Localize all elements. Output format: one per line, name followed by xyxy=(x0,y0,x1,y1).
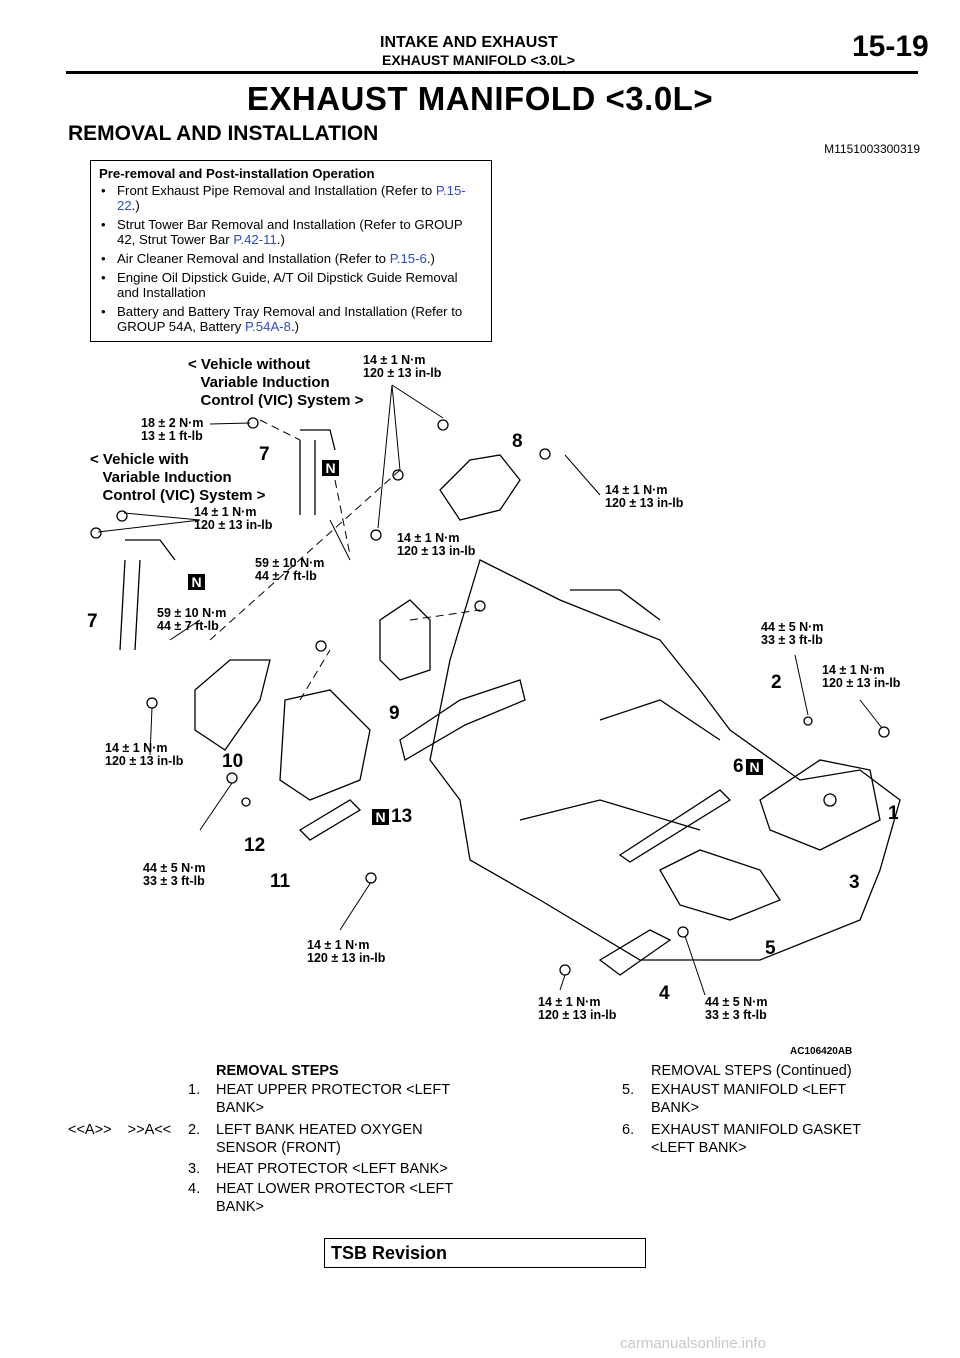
removal-steps-heading: REMOVAL STEPS xyxy=(216,1063,339,1079)
callout-number: 7 xyxy=(259,444,270,465)
variant-label-without-vic: < Vehicle without Variable Induction Con… xyxy=(188,356,364,409)
step-text: HEAT LOWER PROTECTOR <LEFT BANK> xyxy=(216,1181,454,1215)
engine-block-outline xyxy=(429,559,901,961)
step-number: 6. xyxy=(622,1122,635,1138)
step-number: 1. xyxy=(188,1082,201,1098)
new-part-mark: N xyxy=(322,460,339,476)
list-item: •Engine Oil Dipstick Guide, A/T Oil Dips… xyxy=(101,270,458,300)
torque-label: 59 ± 10 N·m 44 ± 7 ft-lb xyxy=(255,556,325,583)
document-id: M1151003300319 xyxy=(824,142,920,156)
egr-pipe-upper xyxy=(299,429,336,515)
step-text: EXHAUST MANIFOLD <LEFT BANK> xyxy=(651,1082,847,1116)
step-text: EXHAUST MANIFOLD GASKET <LEFT BANK> xyxy=(651,1122,862,1156)
step-number: 2. xyxy=(188,1122,201,1138)
heat-protector-9 xyxy=(379,599,431,681)
section-heading: REMOVAL AND INSTALLATION xyxy=(68,122,379,145)
header-group-title: INTAKE AND EXHAUST xyxy=(380,34,558,51)
callout-number: 2 xyxy=(771,672,782,693)
variant-label-with-vic: < Vehicle with Variable Induction Contro… xyxy=(90,451,266,504)
torque-label: 18 ± 2 N·m 13 ± 1 ft-lb xyxy=(141,416,204,443)
page-title: EXHAUST MANIFOLD <3.0L> xyxy=(246,80,714,117)
egr-pipe-lower xyxy=(119,539,176,651)
step-number: 3. xyxy=(188,1161,201,1177)
torque-label: 44 ± 5 N·m 33 ± 3 ft-lb xyxy=(143,861,206,888)
step-text: HEAT PROTECTOR <LEFT BANK> xyxy=(216,1161,448,1177)
heat-upper-protector xyxy=(759,759,881,851)
pre-removal-title: Pre-removal and Post-installation Operat… xyxy=(99,166,375,181)
heat-lower-protector xyxy=(598,929,672,976)
callout-number: 5 xyxy=(765,938,776,959)
torque-label: 14 ± 1 N·m 120 ± 13 in-lb xyxy=(363,353,442,380)
torque-label: 14 ± 1 N·m 120 ± 13 in-lb xyxy=(822,663,901,690)
heat-protector-10 xyxy=(194,659,271,751)
list-item: •Battery and Battery Tray Removal and In… xyxy=(101,304,463,334)
callout-number: 1 xyxy=(888,803,899,824)
heat-protector-right-bank xyxy=(439,454,521,521)
torque-label: 59 ± 10 N·m 44 ± 7 ft-lb xyxy=(157,606,227,633)
list-item: •Front Exhaust Pipe Removal and Installa… xyxy=(101,183,466,213)
torque-label: 14 ± 1 N·m 120 ± 13 in-lb xyxy=(397,531,476,558)
right-manifold xyxy=(279,689,371,801)
torque-label: 44 ± 5 N·m 33 ± 3 ft-lb xyxy=(761,620,824,647)
step-text: HEAT UPPER PROTECTOR <LEFT BANK> xyxy=(216,1082,451,1116)
torque-label: 14 ± 1 N·m 120 ± 13 in-lb xyxy=(307,938,386,965)
watermark: carmanualsonline.info xyxy=(620,1335,766,1352)
new-part-mark: N xyxy=(188,574,205,590)
exploded-view-diagram xyxy=(90,384,901,996)
service-marks: <<A>> >>A<< xyxy=(68,1122,172,1138)
exhaust-manifold xyxy=(659,849,781,921)
callout-number: 10 xyxy=(222,751,244,772)
diagram-code: AC106420AB xyxy=(790,1046,853,1057)
step-number: 4. xyxy=(188,1181,201,1197)
new-part-mark: N xyxy=(372,809,389,825)
pre-removal-list: •Front Exhaust Pipe Removal and Installa… xyxy=(99,183,483,334)
callout-number: 4 xyxy=(659,983,670,1004)
removal-steps-continued-heading: REMOVAL STEPS (Continued) xyxy=(651,1063,852,1079)
callout-number: 9 xyxy=(389,703,400,724)
header-rule xyxy=(66,71,918,74)
torque-label: 14 ± 1 N·m 120 ± 13 in-lb xyxy=(538,995,617,1022)
callout-number: 6 xyxy=(733,756,744,777)
manifold-gasket xyxy=(618,789,732,863)
callout-number: 3 xyxy=(849,872,860,893)
new-part-mark: N xyxy=(746,759,763,775)
reference-link[interactable]: P.54A-8 xyxy=(245,319,291,334)
callout-number: 13 xyxy=(391,806,413,827)
list-item: •Strut Tower Bar Removal and Installatio… xyxy=(101,217,463,247)
callout-number: 11 xyxy=(270,871,291,892)
list-item: •Air Cleaner Removal and Installation (R… xyxy=(101,251,435,266)
callout-number: 7 xyxy=(87,611,98,632)
reference-link[interactable]: P.15-6 xyxy=(389,251,427,266)
callout-number: 8 xyxy=(512,431,523,452)
page-number: 15-19 xyxy=(852,30,929,63)
torque-label: 14 ± 1 N·m 120 ± 13 in-lb xyxy=(605,483,684,510)
removal-steps-left: REMOVAL STEPS xyxy=(68,1062,488,1080)
reference-link[interactable]: P.15-22 xyxy=(117,183,466,213)
torque-label: 14 ± 1 N·m 120 ± 13 in-lb xyxy=(105,741,184,768)
pre-removal-box: Pre-removal and Post-installation Operat… xyxy=(90,160,492,342)
torque-label: 14 ± 1 N·m 120 ± 13 in-lb xyxy=(194,505,273,532)
callout-number: 12 xyxy=(244,835,266,856)
reference-link[interactable]: P.42-11 xyxy=(233,232,277,247)
torque-label: 44 ± 5 N·m 33 ± 3 ft-lb xyxy=(705,995,768,1022)
gasket-11 xyxy=(298,799,362,841)
header-subsection: EXHAUST MANIFOLD <3.0L> xyxy=(382,52,575,68)
step-number: 5. xyxy=(622,1082,635,1098)
tsb-revision-box: TSB Revision xyxy=(324,1238,646,1268)
step-text: LEFT BANK HEATED OXYGEN SENSOR (FRONT) xyxy=(216,1122,423,1156)
right-gasket xyxy=(399,679,526,761)
